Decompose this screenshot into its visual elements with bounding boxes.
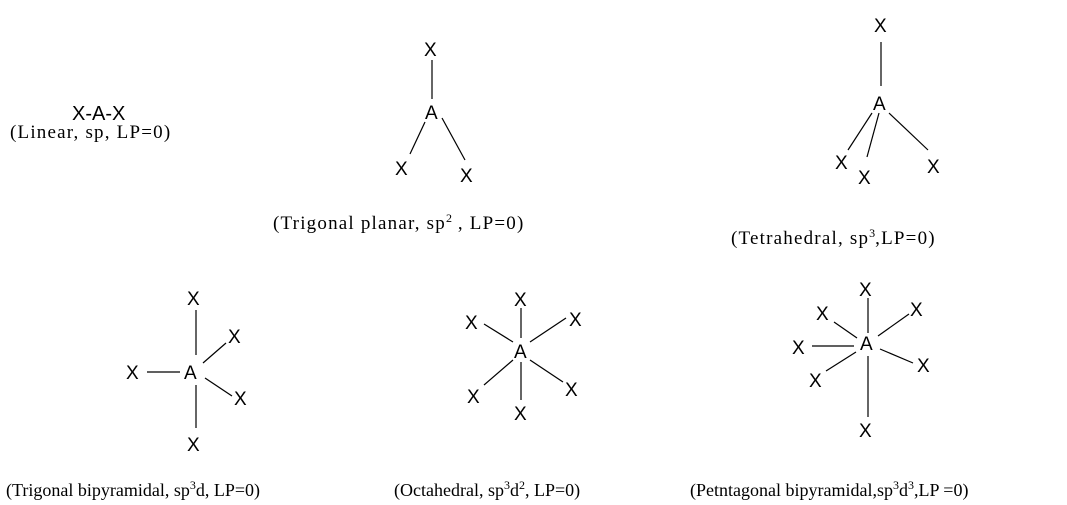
tetrahedral-molecule: A X X X X (835, 16, 940, 189)
bond (877, 313, 910, 337)
ligand-atom: X (228, 327, 241, 348)
tetrahedral-caption: (Tetrahedral, sp3,LP=0) (731, 226, 936, 249)
pentagonal-bipyramidal-molecule: A X X X X X X X (792, 280, 930, 442)
ligand-atom: X (858, 168, 871, 189)
central-atom: A (873, 94, 886, 115)
linear-formula: X-A-X (72, 103, 126, 125)
central-atom: A (425, 103, 438, 124)
ligand-atom: X (874, 16, 887, 37)
bond (202, 342, 227, 364)
bond (483, 323, 514, 343)
ligand-atom: X (395, 159, 408, 180)
ligand-atom: X (514, 290, 527, 311)
ligand-atom: X (424, 40, 437, 61)
bond (441, 117, 466, 161)
ligand-atom: X (187, 289, 200, 310)
ligand-atom: X (465, 313, 478, 334)
bond (204, 377, 233, 397)
central-atom: A (184, 363, 197, 384)
ligand-atom: X (859, 280, 872, 301)
pentagonal-bipyramidal-caption: (Petntagonal bipyramidal,sp3d3,LP =0) (690, 478, 969, 500)
central-atom: A (860, 334, 873, 355)
ligand-atom: X (859, 421, 872, 442)
ligand-atom: X (835, 153, 848, 174)
ligand-atom: X (467, 387, 480, 408)
ligand-atom: X (816, 304, 829, 325)
bond (866, 112, 880, 158)
bond (847, 112, 873, 151)
trigonal-bipyramidal-molecule: A X X X X X (126, 289, 247, 456)
bond (888, 112, 929, 151)
trigonal-planar-caption: (Trigonal planar, sp2 , LP=0) (273, 211, 525, 234)
ligand-atom: X (126, 363, 139, 384)
central-atom: A (514, 342, 527, 363)
bond (529, 359, 564, 383)
ligand-atom: X (927, 157, 940, 178)
trigonal-bipyramidal-caption: (Trigonal bipyramidal, sp3d, LP=0) (6, 478, 260, 500)
bond (833, 321, 858, 339)
bond (483, 359, 514, 386)
trigonal-planar-molecule: A X X X (395, 40, 473, 187)
ligand-atom: X (917, 356, 930, 377)
ligand-atom: X (460, 166, 473, 187)
octahedral-caption: (Octahedral, sp3d2, LP=0) (394, 478, 581, 500)
ligand-atom: X (809, 371, 822, 392)
ligand-atom: X (910, 300, 923, 321)
bond (409, 121, 426, 155)
ligand-atom: X (569, 310, 582, 331)
ligand-atom: X (792, 338, 805, 359)
ligand-atom: X (514, 404, 527, 425)
bond (879, 348, 914, 364)
bond (825, 351, 857, 372)
bond (529, 317, 567, 343)
linear-caption: (Linear, sp, LP=0) (10, 122, 172, 143)
ligand-atom: X (234, 389, 247, 410)
ligand-atom: X (565, 380, 578, 401)
ligand-atom: X (187, 435, 200, 456)
octahedral-molecule: A X X X X X X (465, 290, 582, 425)
